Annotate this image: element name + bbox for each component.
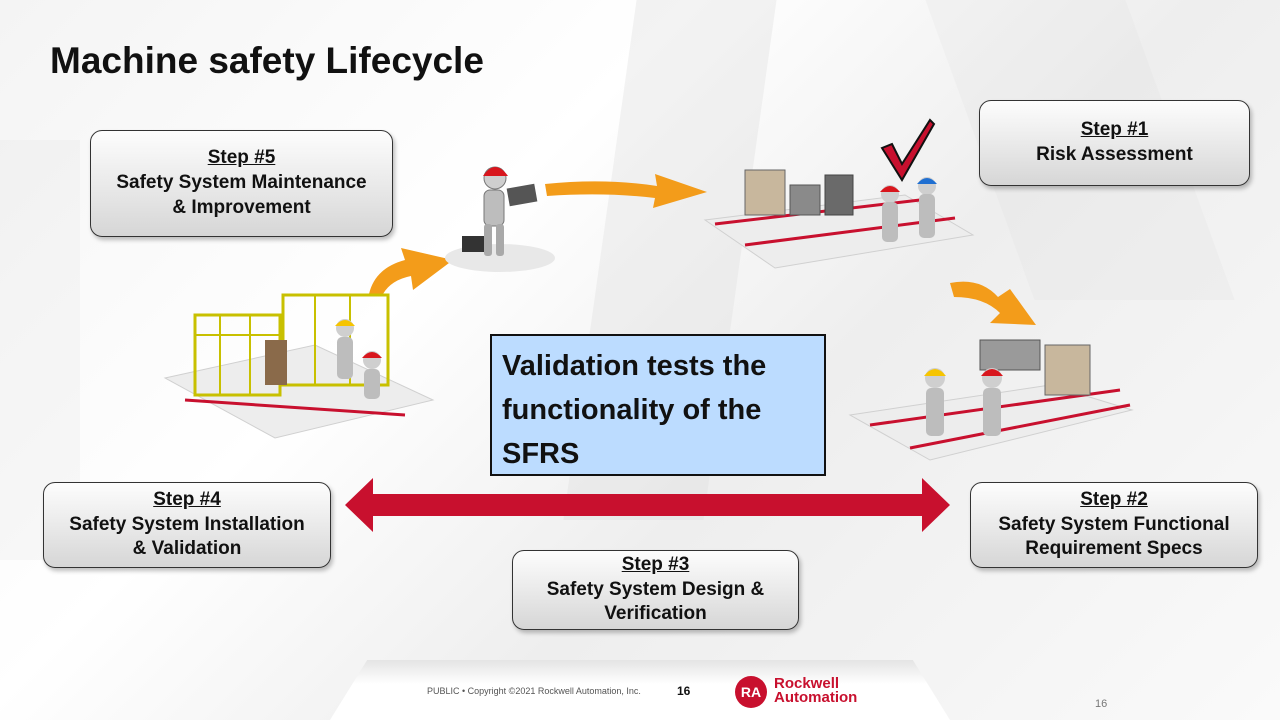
slide-number: 16 <box>1095 698 1108 710</box>
step-2-title-line1: Safety System Functional <box>998 513 1230 535</box>
validation-callout: Validation tests the functionality of th… <box>490 334 826 476</box>
step-5-title-line2: & Improvement <box>172 196 311 218</box>
step-1-title: Risk Assessment <box>1036 144 1193 165</box>
logo-line-2: Automation <box>774 689 858 706</box>
step-1-number: Step #1 <box>1080 119 1149 141</box>
footer-band <box>330 660 950 720</box>
footer-copyright: PUBLIC • Copyright ©2021 Rockwell Automa… <box>427 686 641 696</box>
callout-line-2: functionality of the <box>502 394 762 426</box>
rockwell-logo-text: Rockwell Automation <box>774 675 858 706</box>
step-3-title-line1: Safety System Design & <box>546 578 765 600</box>
step-1-box[interactable]: Step #1 Risk Assessment <box>979 100 1250 186</box>
step-3-title-line2: Verification <box>604 603 707 625</box>
checkmark-icon <box>880 118 936 182</box>
step-4-box[interactable]: Step #4 Safety System Installation & Val… <box>43 482 331 568</box>
step-2-box[interactable]: Step #2 Safety System Functional Require… <box>970 482 1258 568</box>
installation-illustration <box>163 293 435 439</box>
step-5-title-line1: Safety System Maintenance <box>116 172 367 194</box>
step-4-number: Step #4 <box>153 488 221 510</box>
arrow-up-icon <box>369 248 453 294</box>
callout-line-1: Validation tests the <box>502 350 767 382</box>
risk-assessment-illustration <box>703 169 975 269</box>
callout-line-3: SFRS <box>502 438 580 470</box>
step-3-number: Step #3 <box>621 553 690 575</box>
arrow-down-icon <box>950 281 1036 325</box>
arrow-right-icon <box>545 174 707 208</box>
step-2-title-line2: Requirement Specs <box>1025 538 1203 560</box>
step-5-number: Step #5 <box>207 147 276 169</box>
rockwell-logo-icon: RA <box>735 676 767 708</box>
step-3-box[interactable]: Step #3 Safety System Design & Verificat… <box>512 550 799 630</box>
logo-line-1: Rockwell <box>774 675 840 692</box>
step-2-number: Step #2 <box>1080 488 1148 510</box>
step-5-box[interactable]: Step #5 Safety System Maintenance & Impr… <box>90 130 393 237</box>
slide-title: Machine safety Lifecycle <box>50 40 484 81</box>
double-arrow-icon <box>345 478 950 532</box>
step-4-title-line1: Safety System Installation <box>69 513 305 535</box>
functional-spec-illustration <box>848 339 1134 461</box>
maintenance-worker-illustration <box>445 166 555 272</box>
step-4-title-line2: & Validation <box>132 538 242 560</box>
footer-page-number: 16 <box>677 684 691 698</box>
